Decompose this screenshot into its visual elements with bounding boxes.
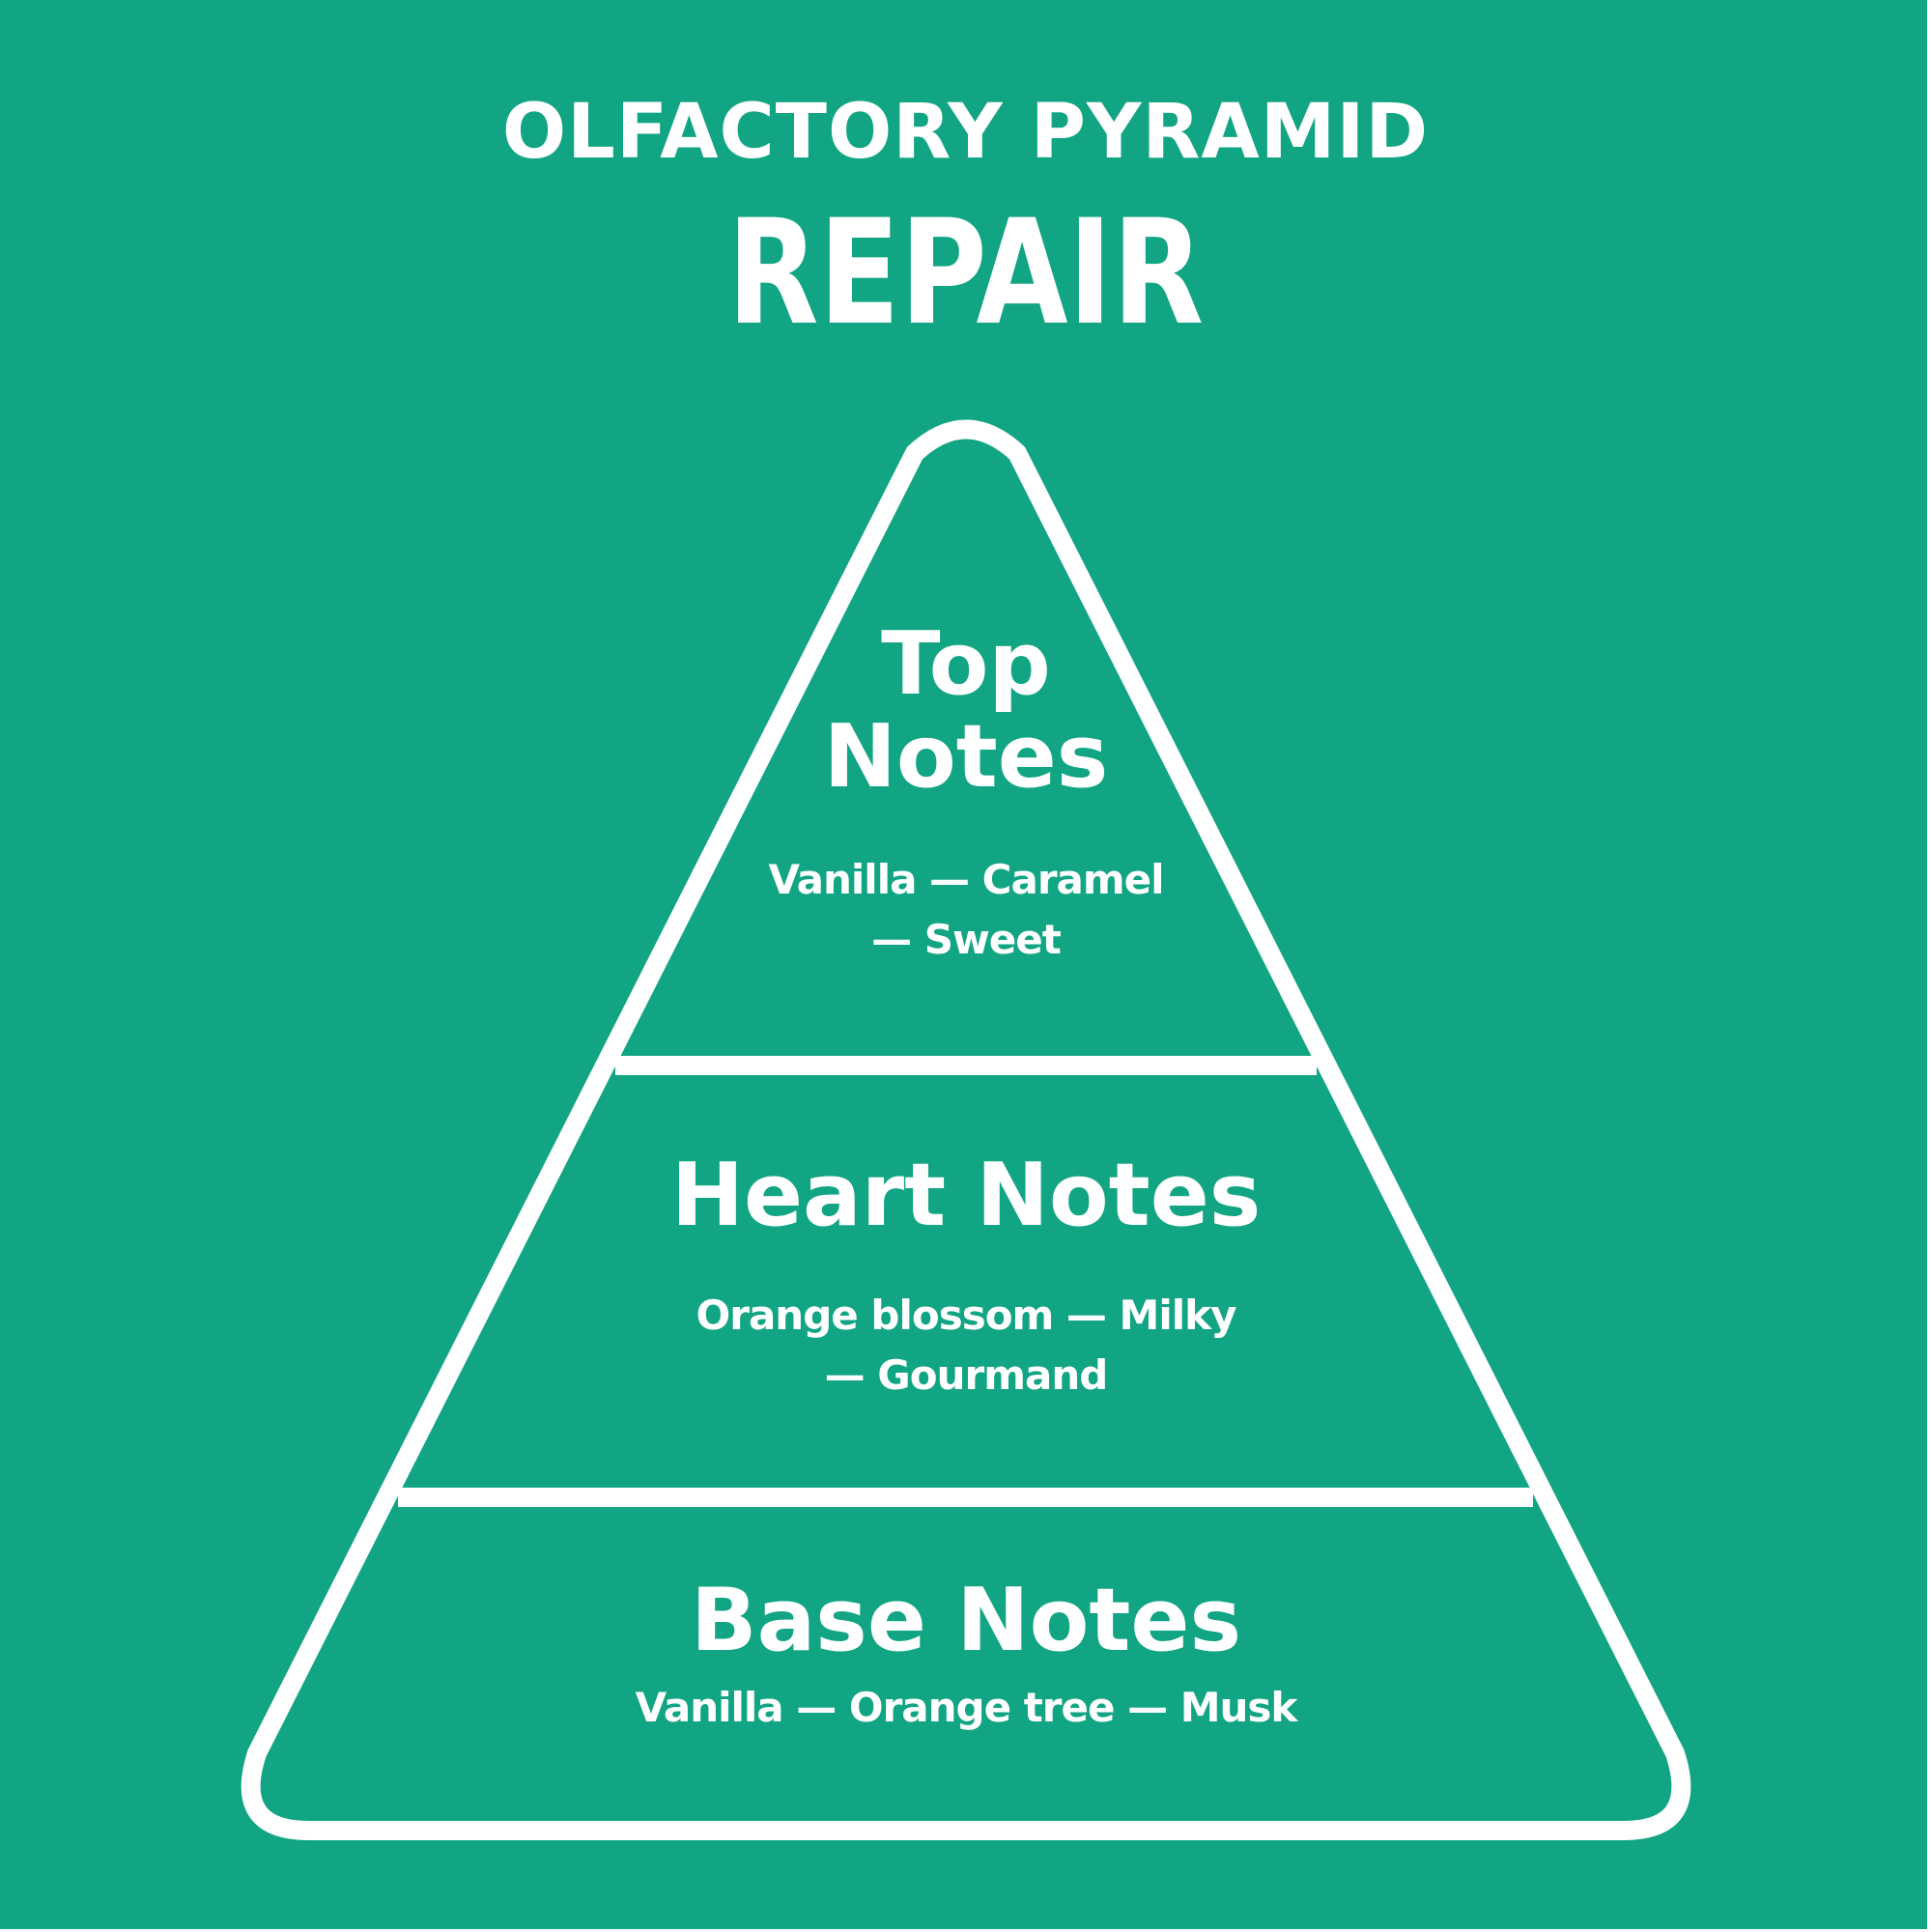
top-notes-heading-line-2: Notes: [823, 706, 1109, 808]
base-notes-list: Vanilla — Orange tree — Musk: [635, 1684, 1298, 1731]
top-notes-line-1: Vanilla — Caramel: [768, 856, 1164, 903]
top-notes-line-2: — Sweet: [871, 916, 1062, 963]
pyramid-outline: [241, 419, 1691, 1840]
heart-notes-list: Orange blossom — Milky — Gourmand: [580, 1286, 1352, 1406]
heart-notes-line-2: — Gourmand: [824, 1351, 1109, 1399]
bottom-border: [0, 1929, 1931, 1932]
page-title: REPAIR: [726, 189, 1205, 357]
base-notes-heading: Base Notes: [690, 1570, 1242, 1671]
top-notes-heading: Top Notes: [483, 618, 1449, 804]
right-border: [1927, 0, 1931, 1932]
top-notes-list: Vanilla — Caramel — Sweet: [628, 850, 1304, 970]
section-overline: OLFACTORY PYRAMID: [501, 89, 1430, 176]
heart-notes-heading: Heart Notes: [670, 1145, 1262, 1246]
heart-notes-line-1: Orange blossom — Milky: [696, 1292, 1237, 1339]
top-notes-heading-line-1: Top: [881, 613, 1051, 715]
